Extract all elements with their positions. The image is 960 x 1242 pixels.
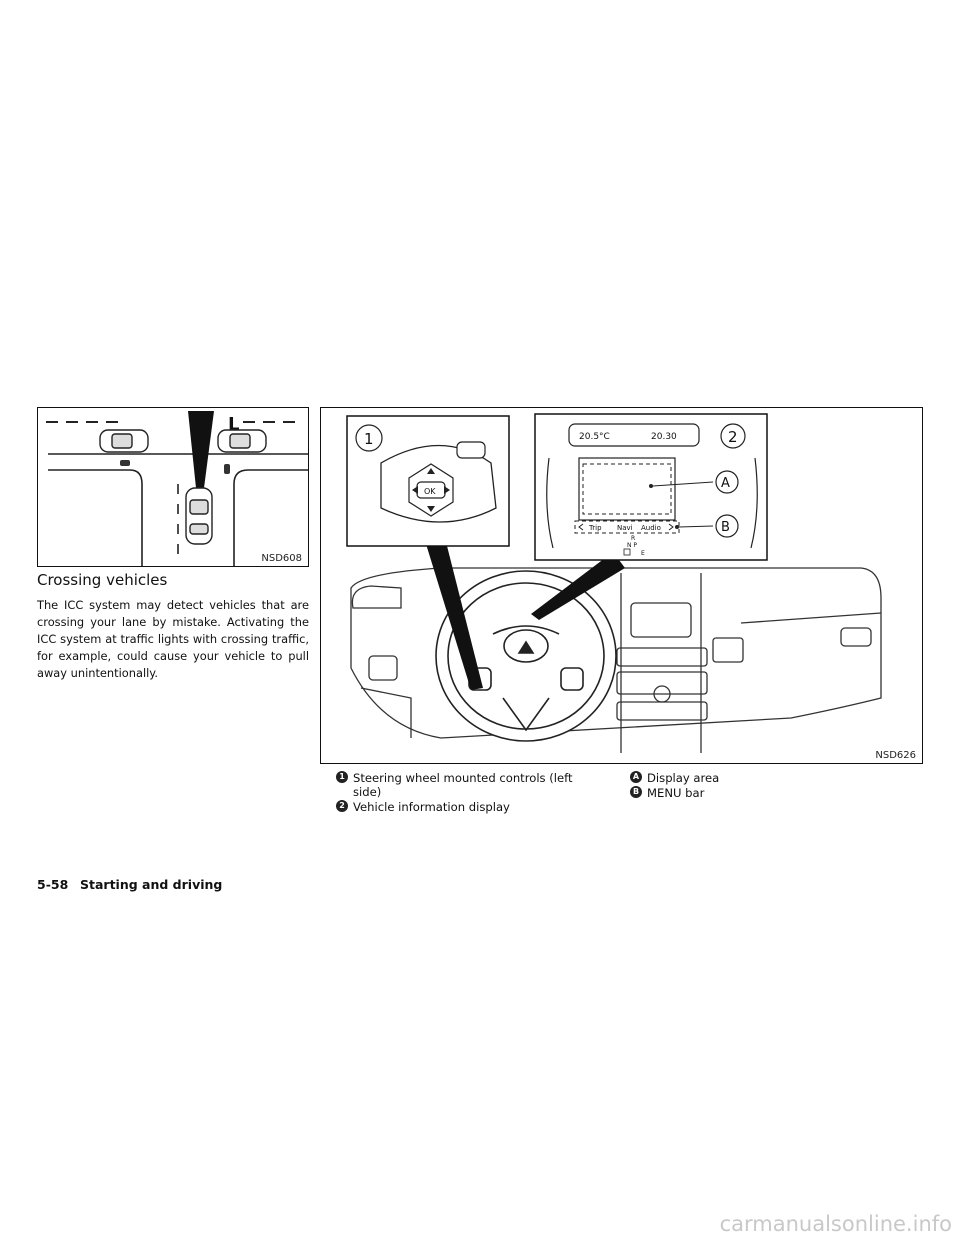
crossing-car-left [99, 429, 149, 453]
callout-pointer-2 [531, 552, 625, 620]
caption-marker: B [630, 786, 642, 798]
svg-text:N P: N P [627, 542, 637, 549]
caption-text: Vehicle information display [353, 800, 510, 814]
svg-text:20.30: 20.30 [651, 432, 677, 442]
crossing-car-right [217, 429, 267, 453]
intersection-illustration: L [46, 411, 308, 566]
figure-code: NSD608 [259, 553, 304, 564]
svg-text:2: 2 [728, 428, 738, 446]
svg-text:20.5°C: 20.5°C [579, 432, 610, 442]
svg-text:Audio: Audio [641, 524, 661, 532]
caption-text: Steering wheel mounted controls (left [353, 771, 573, 785]
figure-dashboard: 1 OK 2 20.5°C 20.30 [320, 407, 923, 764]
caption-item-2: 2 Vehicle information display [336, 800, 606, 814]
section-heading: Crossing vehicles [37, 571, 168, 589]
caption-text: Display area [647, 771, 720, 785]
svg-text:A: A [721, 476, 730, 491]
caption-item-b: B MENU bar [630, 786, 830, 800]
inset-steering-controls: 1 OK [346, 415, 510, 547]
watermark: carmanualsonline.info [719, 1212, 952, 1236]
svg-text:Trip: Trip [588, 524, 602, 532]
caption-marker: 1 [336, 771, 348, 783]
svg-text:B: B [721, 520, 730, 535]
steering-wheel [435, 570, 617, 742]
caption-text-continued: side) [353, 785, 382, 799]
own-vehicle [185, 487, 213, 545]
svg-text:Navi: Navi [617, 524, 633, 532]
caption-marker: 2 [336, 800, 348, 812]
dashboard-illustration: 1 OK 2 20.5°C 20.30 [346, 413, 882, 753]
caption-text: MENU bar [647, 786, 705, 800]
svg-text:OK: OK [424, 487, 436, 496]
svg-text:E: E [641, 550, 645, 557]
chapter-title: Starting and driving [80, 877, 223, 892]
figure-crossing-vehicles: L NSD608 [37, 407, 309, 567]
inset-vehicle-display: 2 20.5°C 20.30 A Trip Navi Audio B R N P [534, 413, 768, 561]
callout-pointer-1 [426, 542, 483, 690]
page-number: 5-58 [37, 877, 69, 892]
traffic-light-icon [120, 460, 130, 466]
lane-letter: L [228, 414, 239, 435]
caption-item-1: 1 Steering wheel mounted controls (left … [336, 771, 606, 799]
section-paragraph: The ICC system may detect vehicles that … [37, 598, 309, 680]
svg-text:1: 1 [364, 430, 374, 448]
caption-marker: A [630, 771, 642, 783]
caption-item-a: A Display area [630, 771, 830, 785]
traffic-light-icon [224, 464, 230, 474]
svg-text:R: R [631, 535, 635, 542]
figure-code: NSD626 [873, 750, 918, 761]
